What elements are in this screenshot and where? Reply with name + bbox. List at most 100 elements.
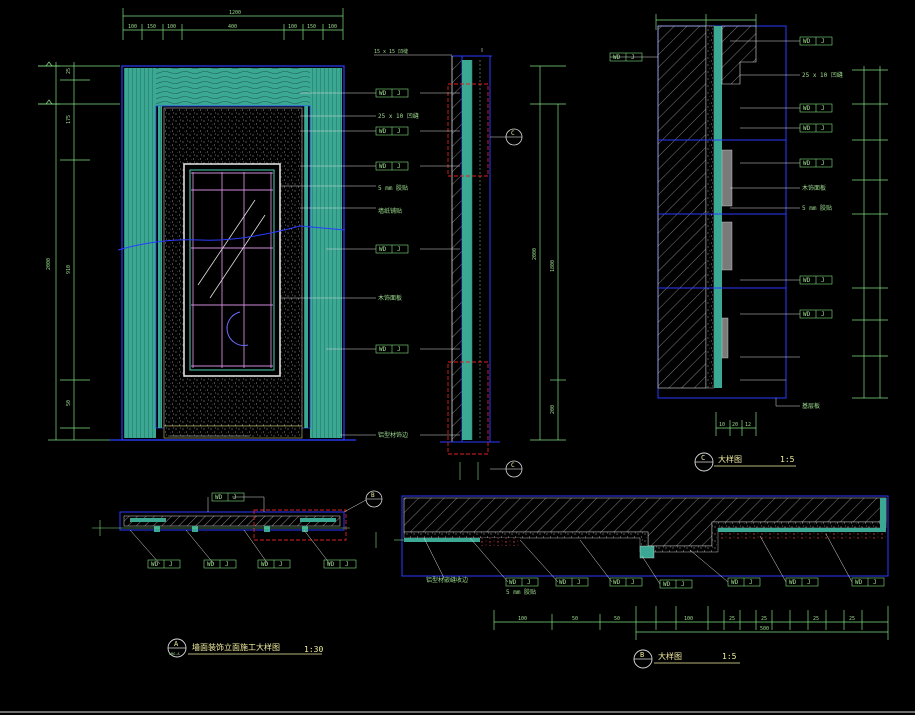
elevation-leaders <box>280 92 376 436</box>
callout-tag: WD J <box>851 577 885 587</box>
side-section-top-note: 15 x 15 凹缝 <box>374 48 408 55</box>
detail-c-view: WD J WD J 25 x 10 凹缝 WD J WD J <box>609 14 888 472</box>
detail-b-bottom-total: 500 <box>760 626 769 632</box>
svg-text:WD: WD <box>379 128 387 135</box>
callout-tag: WD J <box>203 559 237 569</box>
svg-text:J: J <box>821 105 825 112</box>
callout-tag: WD J <box>375 244 409 254</box>
elevation-top-dim: 150 <box>307 24 316 30</box>
elevation-left-dimensions <box>38 62 120 441</box>
svg-text:WD: WD <box>803 311 811 318</box>
detail-b-bottom-dim: 100 <box>518 616 527 622</box>
plan-a-view: B WD J WD J <box>92 490 383 658</box>
svg-text:WD: WD <box>663 581 671 588</box>
elevation-top-dimensions <box>122 8 344 40</box>
elevation-left-dim: 50 <box>66 400 72 406</box>
detail-b-bottom-dim: 25 <box>813 616 819 622</box>
svg-text:J: J <box>233 494 237 501</box>
svg-text:C: C <box>511 130 515 137</box>
elevation-left-dim: 25 <box>66 68 72 74</box>
detail-c-title: 大样图 <box>718 454 742 464</box>
callout-tag: WD J <box>609 52 643 62</box>
svg-text:J: J <box>279 561 283 568</box>
detail-c-scale: 1:5 <box>780 455 795 464</box>
side-section-leaders <box>420 92 460 436</box>
callout-tag: WD J <box>375 161 409 171</box>
detail-b-title: 大样图 <box>658 651 682 661</box>
svg-text:J: J <box>873 579 877 586</box>
callout-tag: WD J <box>147 559 181 569</box>
callout-tag: WD J <box>375 344 409 354</box>
svg-text:WD: WD <box>261 561 269 568</box>
svg-text:J: J <box>681 581 685 588</box>
svg-text:WD: WD <box>151 561 159 568</box>
plan-a-letter: A <box>174 640 179 648</box>
detail-b-bottom-dim: 50 <box>572 616 578 622</box>
elevation-wall-panel <box>110 65 356 441</box>
elevation-left-total: 2000 <box>46 258 52 270</box>
side-section-view: 15 x 15 凹缝 C C <box>374 48 566 480</box>
elevation-note: 墙纸铺贴 <box>378 207 402 215</box>
svg-text:B: B <box>371 492 375 499</box>
svg-text:J: J <box>821 160 825 167</box>
detail-c-right-dims <box>852 66 888 399</box>
callout-tag: WD J <box>785 577 819 587</box>
detail-b-title-block: B 大样图 1:5 <box>633 649 740 669</box>
side-section-dim: 200 <box>550 405 556 414</box>
svg-text:WD: WD <box>379 163 387 170</box>
side-section-dim: 1800 <box>550 260 556 272</box>
svg-text:J: J <box>169 561 173 568</box>
elevation-note: 木饰面板 <box>378 294 402 302</box>
side-section-wall <box>440 48 500 455</box>
svg-text:J: J <box>397 128 401 135</box>
svg-text:J: J <box>631 579 635 586</box>
callout-tag: WD J <box>323 559 357 569</box>
callout-tag: WD J <box>727 577 761 587</box>
elevation-top-dim: 150 <box>147 24 156 30</box>
callout-tag: WD J <box>799 36 833 46</box>
side-section-dimensions <box>530 65 566 441</box>
callout-tag: WD J <box>799 158 833 168</box>
elevation-top-dim: 100 <box>167 24 176 30</box>
svg-text:WD: WD <box>379 246 387 253</box>
detail-c-bottom-dim: 12 <box>745 422 751 428</box>
svg-text:J: J <box>631 54 635 61</box>
callout-tag: WD J <box>799 275 833 285</box>
detail-c-letter: C <box>701 454 705 462</box>
svg-text:WD: WD <box>803 105 811 112</box>
svg-text:J: J <box>577 579 581 586</box>
elevation-note: 25 x 10 凹缝 <box>378 112 419 120</box>
detail-b-letter: B <box>640 651 644 659</box>
detail-b-note: 铝型材嵌缝收边 <box>426 576 468 584</box>
section-mark-c-lower: C <box>490 460 523 478</box>
detail-b-leaders <box>423 533 853 585</box>
plan-a-sub: LMG-A <box>169 652 180 656</box>
svg-text:WD: WD <box>803 160 811 167</box>
callout-tag: WD J <box>257 559 291 569</box>
detail-c-bottom-dims <box>715 412 757 436</box>
detail-c-leaders <box>610 40 800 407</box>
elevation-left-dim: 910 <box>66 265 72 274</box>
svg-text:J: J <box>397 346 401 353</box>
callout-tag: WD J <box>799 123 833 133</box>
svg-text:WD: WD <box>789 579 797 586</box>
svg-text:WD: WD <box>215 494 223 501</box>
detail-c-note: 5 mm 胶贴 <box>802 204 832 212</box>
callout-tag: WD J <box>211 492 245 502</box>
callout-tag: WD J <box>799 103 833 113</box>
svg-text:J: J <box>821 125 825 132</box>
elevation-level-marks <box>38 61 60 105</box>
plan-a-scale: 1:30 <box>304 645 323 654</box>
svg-text:WD: WD <box>207 561 215 568</box>
detail-b-view: 铝型材嵌缝收边 WD J 5 mm 胶贴 WD J WD J <box>375 495 889 669</box>
svg-text:J: J <box>345 561 349 568</box>
detail-c-title-block: C 大样图 1:5 <box>694 452 796 472</box>
elevation-top-dim: 100 <box>328 24 337 30</box>
detail-b-bottom-dim: 100 <box>684 616 693 622</box>
svg-text:WD: WD <box>559 579 567 586</box>
section-mark-c-upper: C <box>490 128 523 146</box>
svg-text:WD: WD <box>731 579 739 586</box>
elevation-top-dim: 400 <box>228 24 237 30</box>
detail-c-note: 25 x 10 凹缝 <box>802 71 843 79</box>
